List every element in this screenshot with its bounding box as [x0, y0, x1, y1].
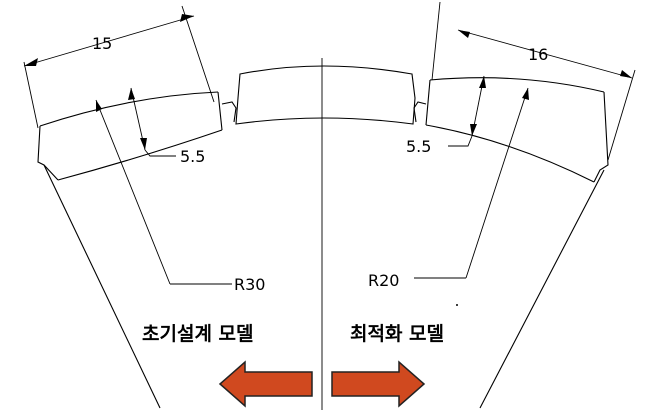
left-radius-value: R30	[234, 275, 265, 294]
left-thickness-value: 5.5	[180, 147, 205, 166]
left-width-dimension: 15	[23, 5, 215, 129]
left-radius-leader: R30	[95, 99, 265, 294]
right-thickness-dimension: 5.5	[406, 75, 486, 156]
stray-dot	[456, 304, 458, 306]
center-segment	[235, 65, 416, 125]
right-radius-leader: R20	[368, 87, 529, 290]
left-segment-inner-arc	[57, 129, 223, 181]
left-segment-right-edge	[217, 91, 223, 131]
arrow-left-icon	[218, 360, 313, 408]
right-segment	[425, 77, 609, 183]
left-width-value: 15	[92, 34, 112, 53]
left-segment	[37, 91, 223, 181]
right-width-dimension: 16	[431, 1, 636, 161]
right-segment-left-edge	[425, 79, 431, 126]
right-radius-value: R20	[368, 271, 399, 290]
left-thickness-dimension: 5.5	[128, 87, 205, 166]
right-tooth	[413, 101, 427, 123]
right-thickness-value: 5.5	[406, 137, 431, 156]
left-model-label: 초기설계 모델	[142, 323, 254, 345]
left-pole-line	[43, 164, 161, 409]
right-segment-right-edge	[593, 91, 609, 183]
right-width-value: 16	[528, 45, 548, 64]
left-segment-left-edge	[37, 125, 59, 181]
arrow-right-icon	[331, 360, 426, 408]
left-tooth	[221, 101, 237, 123]
right-segment-outer-arc	[429, 77, 605, 93]
left-segment-outer-arc	[39, 91, 219, 127]
right-pole-line	[479, 169, 605, 409]
right-segment-inner-arc	[425, 124, 595, 183]
right-model-label: 최적화 모델	[350, 323, 444, 345]
